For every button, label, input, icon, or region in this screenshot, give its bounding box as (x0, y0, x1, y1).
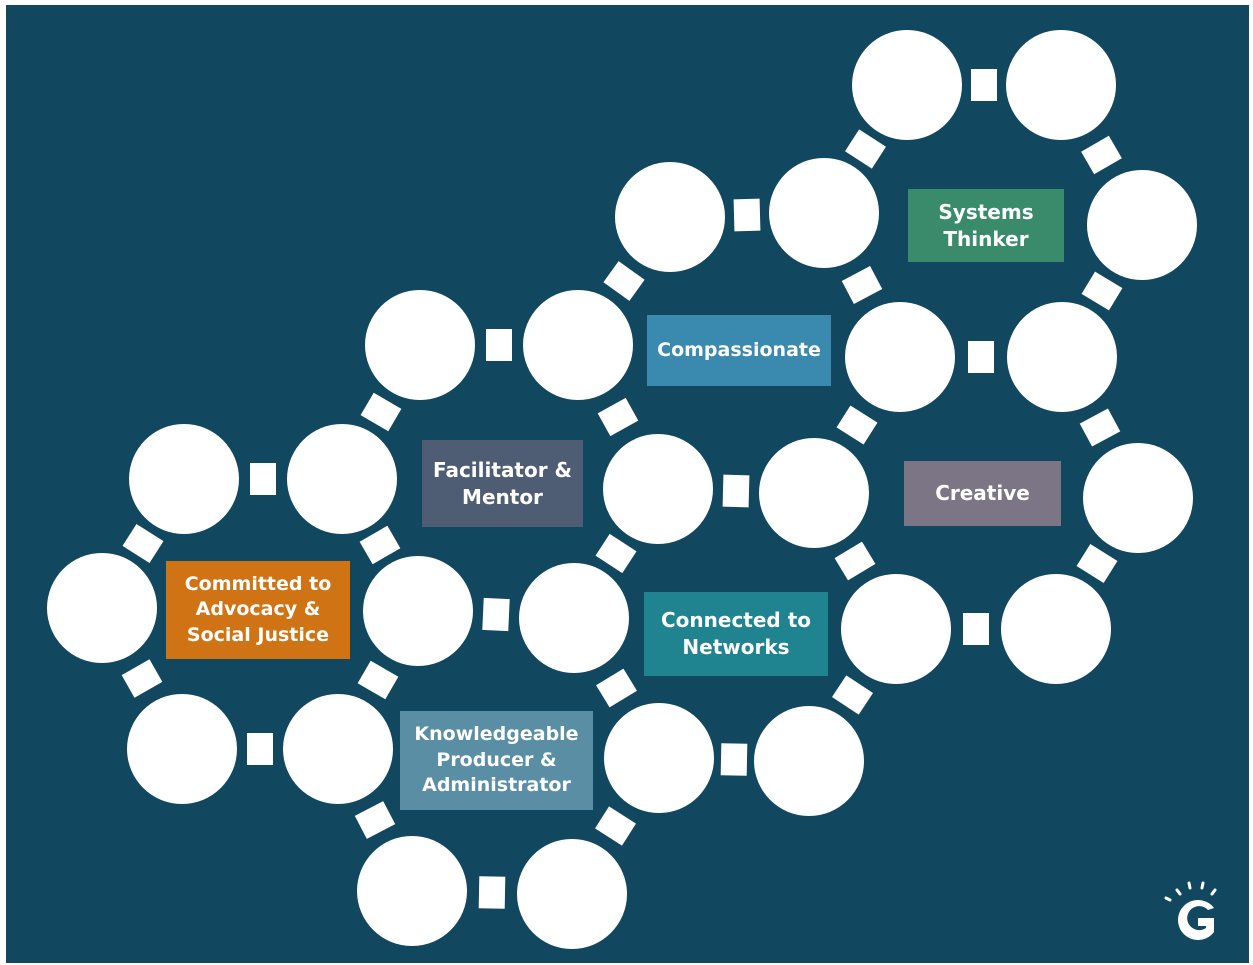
node-circle-2 (615, 162, 725, 272)
node-circle-7 (845, 302, 955, 412)
connector-9 (597, 397, 639, 437)
connectors-group (121, 69, 1123, 909)
connector-21 (482, 597, 510, 632)
connector-6 (1081, 271, 1123, 311)
connector-13 (250, 463, 276, 495)
connector-1 (845, 129, 886, 169)
connector-22 (357, 660, 399, 700)
connector-27 (354, 801, 396, 839)
connector-10 (968, 341, 994, 373)
connector-0 (971, 69, 997, 101)
connector-12 (1079, 408, 1121, 447)
label-advocacy-social-justice: Committed to Advocacy & Social Justice (166, 561, 350, 659)
label-facilitator-mentor: Facilitator & Mentor (422, 440, 583, 527)
label-systems-thinker-text: Systems Thinker (938, 199, 1034, 251)
node-circle-4 (1087, 170, 1197, 280)
node-circle-6 (523, 290, 633, 400)
node-circle-14 (47, 553, 157, 663)
connector-29 (595, 806, 636, 846)
node-circle-21 (604, 703, 714, 813)
node-circle-12 (759, 438, 869, 548)
connector-2 (1081, 135, 1122, 175)
node-circle-24 (517, 839, 627, 949)
label-creative: Creative (904, 461, 1061, 526)
node-circle-17 (841, 574, 951, 684)
connector-24 (963, 613, 989, 645)
label-compassionate: Compassionate (647, 315, 831, 386)
connector-30 (478, 876, 506, 909)
connector-25 (831, 675, 874, 715)
connector-17 (595, 533, 637, 574)
label-knowledgeable-producer-text: Knowledgeable Producer & Administrator (414, 723, 579, 797)
label-advocacy-social-justice-text: Committed to Advocacy & Social Justice (184, 572, 332, 646)
label-creative-text: Creative (935, 481, 1030, 505)
node-circle-23 (357, 836, 467, 946)
node-circle-3 (769, 158, 879, 268)
node-circle-1 (1006, 30, 1116, 140)
node-circle-18 (1001, 574, 1111, 684)
connector-11 (836, 405, 878, 445)
node-circle-19 (127, 694, 237, 804)
connector-8 (360, 392, 402, 432)
connector-15 (359, 525, 401, 565)
connector-16 (722, 474, 750, 508)
connector-28 (720, 743, 748, 776)
node-circle-22 (754, 706, 864, 816)
label-facilitator-mentor-text: Facilitator & Mentor (432, 457, 573, 509)
node-circle-15 (363, 556, 473, 666)
connector-7 (486, 329, 512, 361)
connector-5 (841, 266, 883, 304)
label-systems-thinker: Systems Thinker (908, 189, 1064, 262)
connector-23 (596, 668, 637, 708)
label-connected-networks: Connected to Networks (644, 592, 828, 676)
node-circle-16 (519, 563, 629, 673)
nodes-group (47, 30, 1197, 949)
label-compassionate-text: Compassionate (657, 338, 821, 361)
node-circle-20 (283, 694, 393, 804)
node-circle-9 (129, 424, 239, 534)
label-knowledgeable-producer: Knowledgeable Producer & Administrator (400, 711, 593, 810)
connector-26 (247, 733, 273, 765)
connector-4 (603, 261, 645, 301)
node-circle-11 (603, 434, 713, 544)
node-circle-5 (365, 290, 475, 400)
node-circle-10 (287, 424, 397, 534)
hexagon-network-diagram (6, 5, 1249, 963)
node-circle-0 (852, 30, 962, 140)
label-connected-networks-text: Connected to Networks (660, 608, 812, 659)
diagram-canvas: Systems Thinker Compassionate Facilitato… (6, 5, 1249, 963)
connector-3 (733, 198, 761, 232)
connector-18 (834, 541, 876, 581)
connector-20 (121, 659, 163, 698)
connector-14 (122, 523, 164, 564)
connector-19 (1076, 543, 1118, 584)
g-lightbulb-logo-icon (1164, 881, 1217, 940)
node-circle-13 (1083, 443, 1193, 553)
node-circle-8 (1007, 302, 1117, 412)
